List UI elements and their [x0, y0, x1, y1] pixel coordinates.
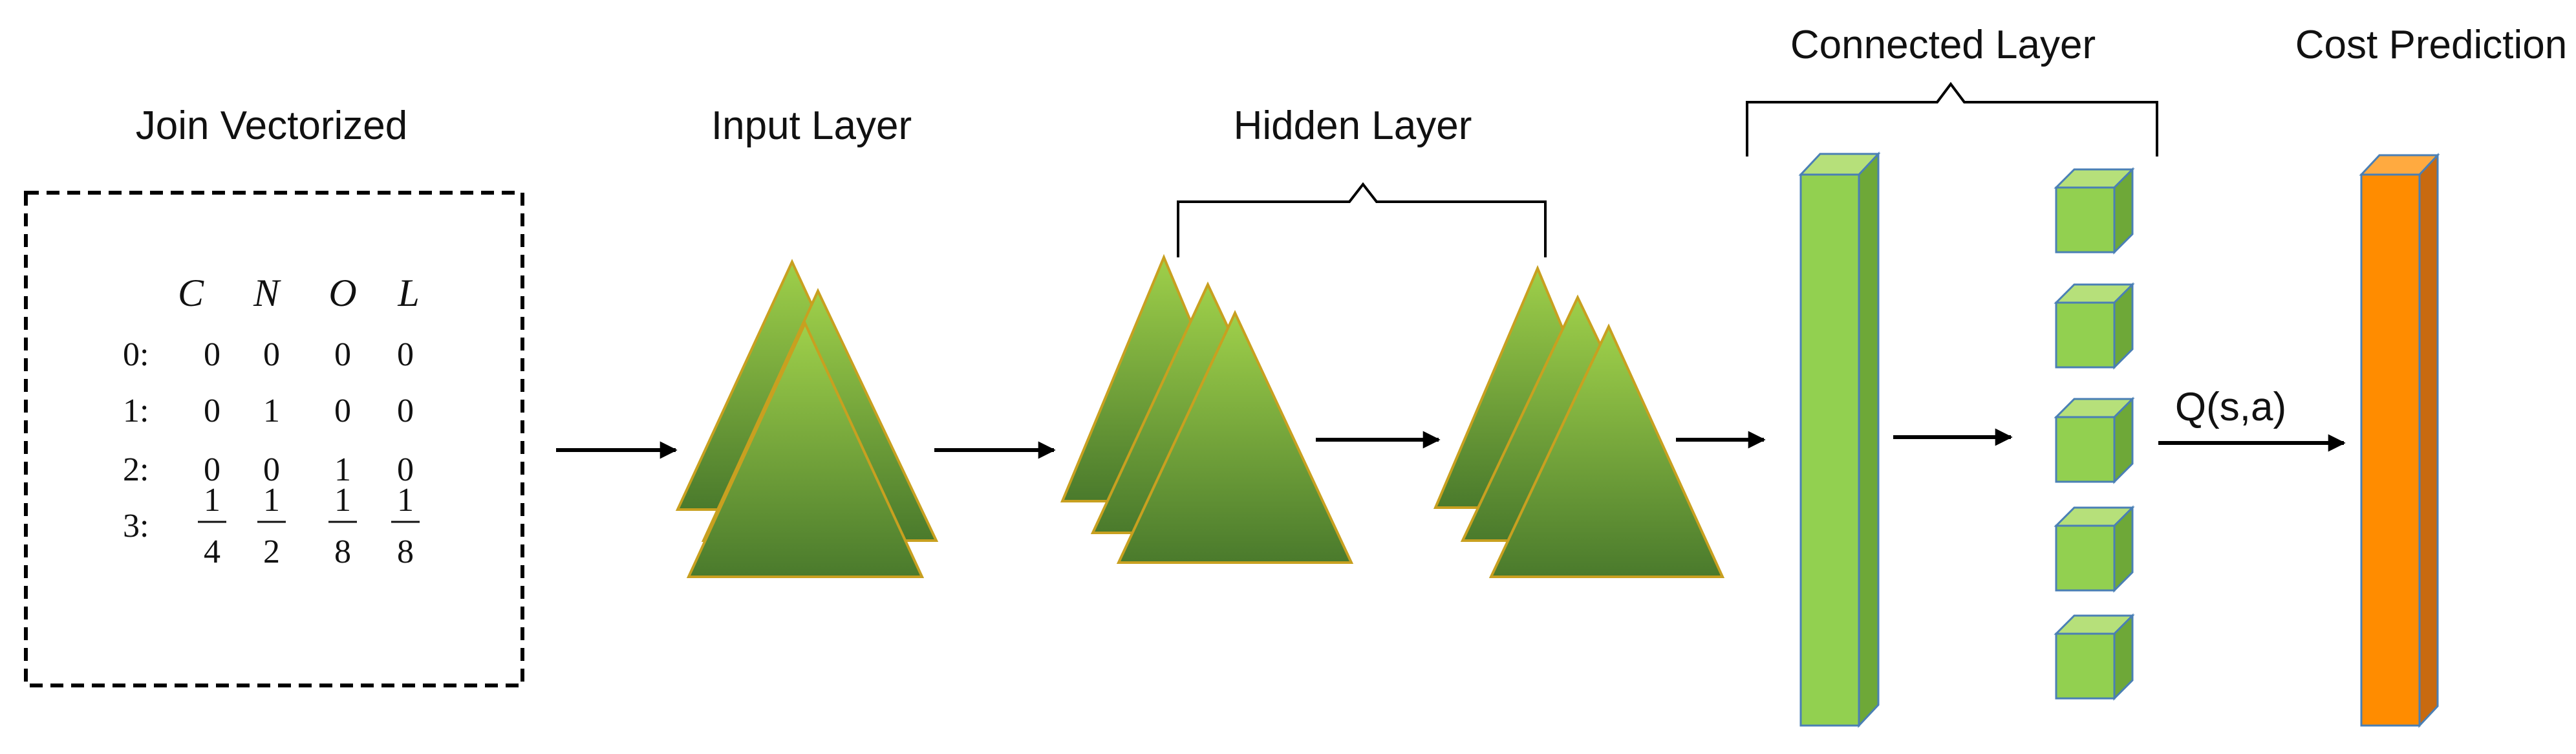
input-layer-triangles: [675, 259, 939, 578]
fraction-numerator: 1: [204, 482, 220, 519]
matrix-cell: 0: [397, 336, 414, 373]
fc-column-front: [1799, 173, 1860, 727]
cost-column-side: [2418, 153, 2439, 728]
matrix-cell: 0: [397, 451, 414, 488]
fraction-denominator: 8: [397, 533, 414, 570]
matrix-cell: 0: [204, 393, 220, 429]
fraction-numerator: 1: [397, 482, 414, 519]
join-vector-box: [24, 191, 524, 687]
matrix-cell: 0: [204, 336, 220, 373]
fraction-cell: 1 8: [391, 482, 420, 570]
output-cube: [2054, 167, 2135, 255]
matrix-row-label: 3:: [123, 508, 149, 544]
hidden-layer-triangles-2: [1433, 264, 1725, 578]
cube-front: [2055, 416, 2116, 483]
cube-front: [2055, 186, 2116, 253]
matrix-cell: 0: [263, 336, 280, 373]
conv-filter-triangle: [1488, 323, 1725, 578]
fraction-numerator: 1: [263, 482, 280, 519]
matrix-cell: 1: [334, 451, 351, 488]
matrix-cell: 0: [263, 451, 280, 488]
input-layer-label: Input Layer: [711, 103, 912, 148]
output-cube: [2054, 396, 2135, 484]
q-value-label: Q(s,a): [2175, 385, 2286, 429]
matrix-cell: 0: [334, 336, 351, 373]
hidden-layer-triangles-1: [1060, 253, 1354, 564]
cost-column-front: [2360, 173, 2421, 727]
fraction-cell: 1 2: [257, 482, 286, 570]
output-cube: [2054, 282, 2135, 370]
matrix-cell: 0: [397, 393, 414, 429]
cube-front: [2055, 524, 2116, 592]
conv-filter-triangle: [686, 320, 925, 578]
conv-filter-triangle: [1116, 310, 1354, 564]
fraction-cell: 1 8: [328, 482, 357, 570]
matrix-header-c: C: [178, 272, 204, 314]
matrix-cell: 0: [204, 451, 220, 488]
cube-front: [2055, 632, 2116, 700]
cube-front: [2055, 301, 2116, 369]
output-cubes: [2054, 167, 2135, 701]
output-cube: [2054, 505, 2135, 593]
matrix-row-label: 1:: [123, 393, 149, 429]
hidden-layer-bracket: [1177, 182, 1547, 257]
matrix-header-n: N: [253, 272, 281, 314]
matrix-header-o: O: [328, 272, 356, 314]
matrix-row-label: 0:: [123, 336, 149, 373]
fraction-denominator: 8: [334, 533, 351, 570]
matrix-row-label: 2:: [123, 451, 149, 488]
connected-layer-label: Connected Layer: [1790, 23, 2096, 67]
fraction-denominator: 2: [263, 533, 280, 570]
fraction-numerator: 1: [334, 482, 351, 519]
join-vectorized-label: Join Vectorized: [136, 103, 407, 148]
hidden-layer-label: Hidden Layer: [1234, 103, 1472, 148]
cost-prediction-label: Cost Prediction: [2295, 23, 2567, 67]
fc-column-side: [1858, 151, 1880, 728]
matrix-cell: 0: [334, 393, 351, 429]
matrix-header-l: L: [397, 272, 419, 314]
connected-layer-bracket: [1746, 81, 2158, 156]
fraction-cell: 1 4: [198, 482, 226, 570]
output-cube: [2054, 613, 2135, 701]
fraction-denominator: 4: [204, 533, 220, 570]
cost-prediction-column: [2359, 153, 2440, 728]
join-matrix: C N O L 0: 0 0 0 0 1: 0 1 0 0 2: 0 0 1 0…: [123, 272, 420, 570]
fully-connected-column: [1798, 151, 1881, 728]
matrix-cell: 1: [263, 393, 280, 429]
